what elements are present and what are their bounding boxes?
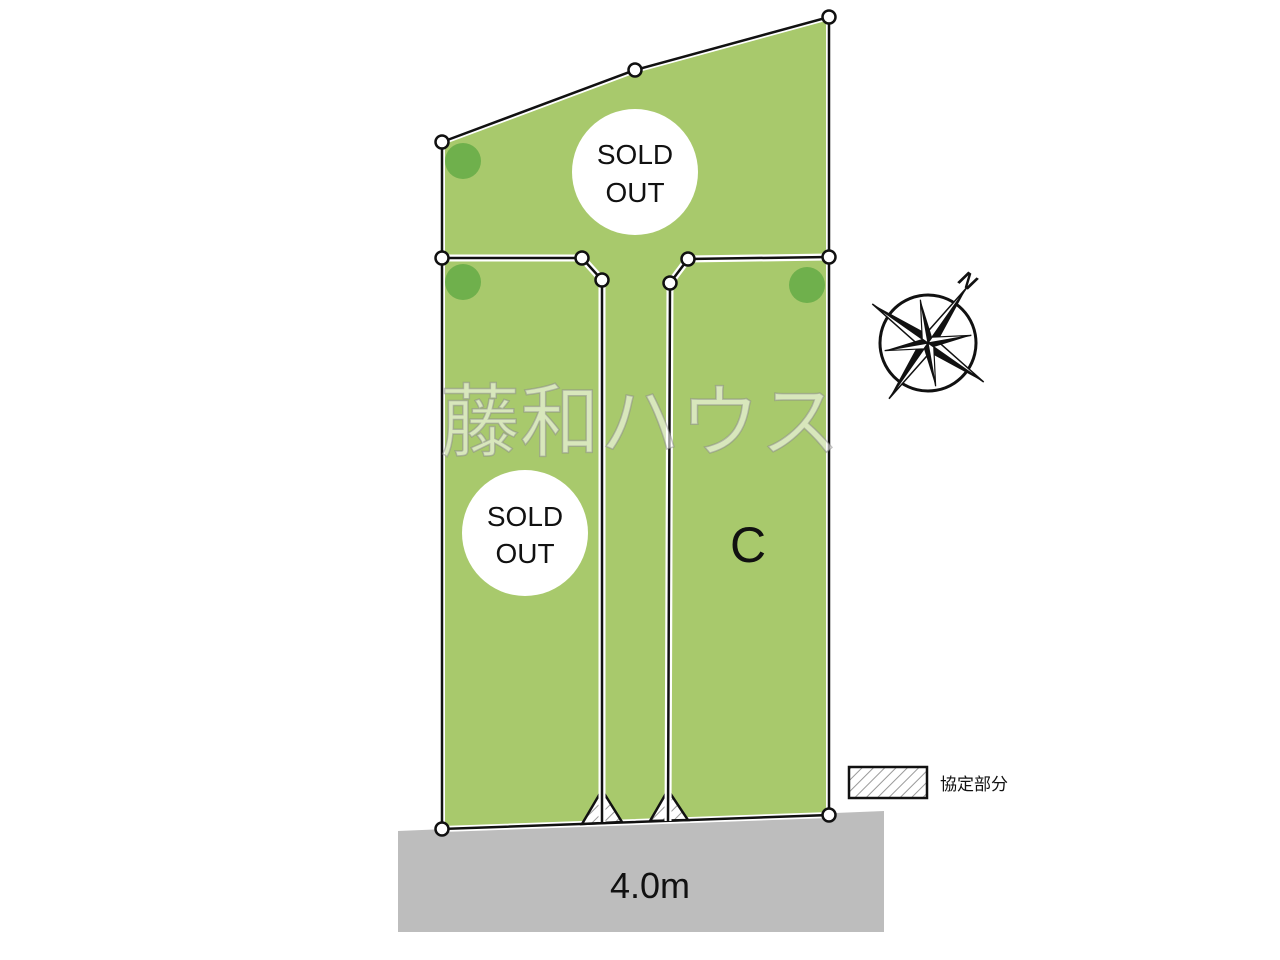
legend-hatch-swatch	[847, 765, 929, 800]
tree-icon	[445, 264, 481, 300]
compass-north-label: N	[954, 266, 982, 296]
sold-out-text: OUT	[605, 177, 664, 208]
sold-out-text: SOLD	[597, 139, 673, 170]
tree-icon	[445, 143, 481, 179]
sold-out-text: OUT	[495, 538, 554, 569]
legend-label: 協定部分	[940, 775, 1008, 794]
land-outline	[440, 15, 831, 831]
tree-icon	[789, 267, 825, 303]
boundary-markers	[434, 9, 837, 837]
road-width-label: 4.0m	[610, 865, 690, 906]
sold-out-badge-top: SOLD OUT	[572, 109, 698, 235]
lot-boundaries	[442, 253, 830, 822]
compass-icon	[871, 286, 985, 400]
watermark: 藤和ハウス	[440, 378, 840, 467]
lot-label-c: C	[730, 517, 766, 573]
road	[398, 811, 884, 932]
sold-out-text: SOLD	[487, 501, 563, 532]
sold-out-badge-left: SOLD OUT	[462, 470, 588, 596]
